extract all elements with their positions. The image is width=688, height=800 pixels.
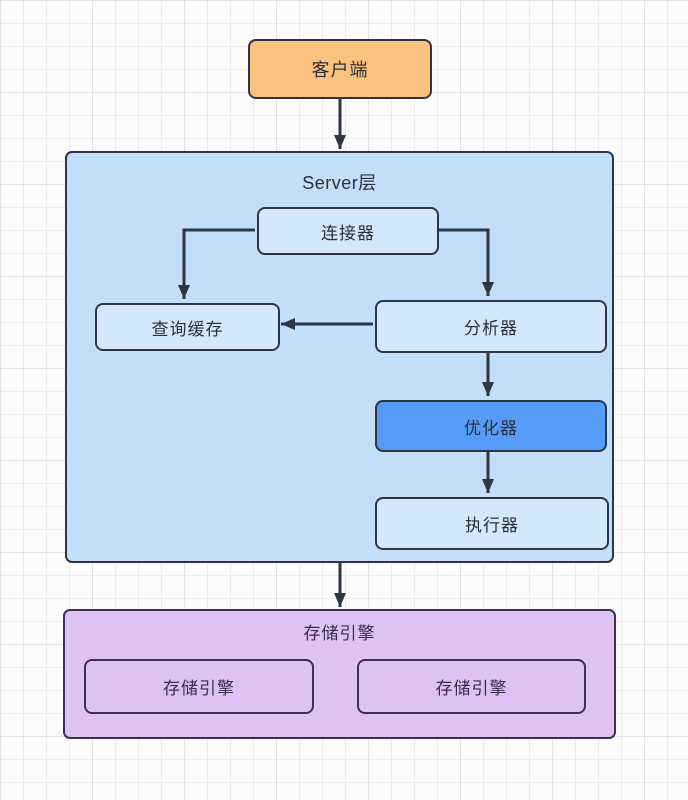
optimizer-label: 优化器 bbox=[464, 418, 518, 438]
executor-node: 执行器 bbox=[375, 497, 609, 550]
query-cache-label: 查询缓存 bbox=[151, 319, 224, 339]
connector-label: 连接器 bbox=[321, 223, 375, 243]
executor-label: 执行器 bbox=[465, 516, 519, 535]
analyzer-node: 分析器 bbox=[375, 300, 607, 353]
client-label: 客户端 bbox=[311, 60, 369, 80]
storage-engine-node-left: 存储引擎 bbox=[84, 659, 314, 714]
query-cache-node: 查询缓存 bbox=[95, 303, 280, 351]
connector-node: 连接器 bbox=[257, 207, 439, 255]
storage-engine-right-label: 存储引擎 bbox=[435, 679, 508, 698]
client-node: 客户端 bbox=[248, 39, 432, 99]
storage-layer-title: 存储引擎 bbox=[303, 624, 376, 643]
optimizer-node: 优化器 bbox=[375, 400, 607, 452]
server-layer-title: Server层 bbox=[302, 173, 377, 193]
server-layer-container: Server层 连接器 查询缓存 分析器 优化器 执行器 bbox=[65, 151, 614, 563]
storage-engine-node-right: 存储引擎 bbox=[357, 659, 586, 714]
storage-layer-container: 存储引擎 存储引擎 存储引擎 bbox=[63, 609, 616, 739]
analyzer-label: 分析器 bbox=[464, 319, 518, 338]
storage-engine-left-label: 存储引擎 bbox=[163, 679, 235, 698]
